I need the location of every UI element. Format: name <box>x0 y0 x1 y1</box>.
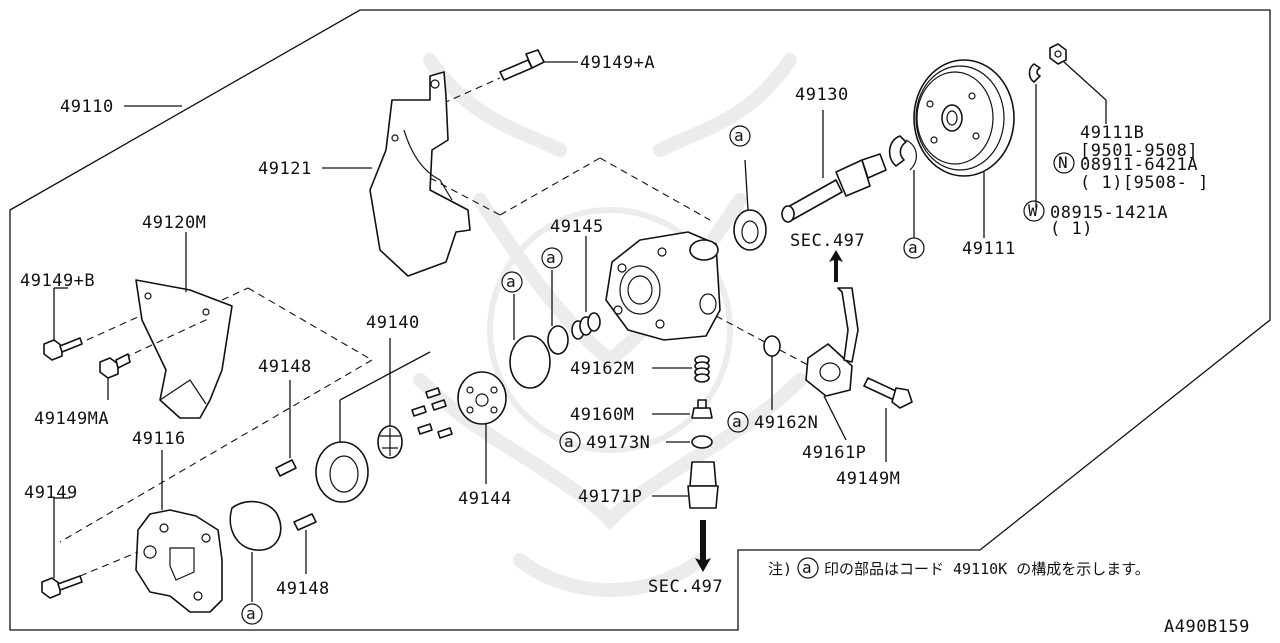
valve-49160m <box>652 399 713 419</box>
marker-a-49162n-letter: a <box>732 412 742 431</box>
label-n-qty: ( 1)[9508- ] <box>1080 173 1209 193</box>
lock-washer <box>1028 63 1041 208</box>
snap-ring <box>888 135 917 238</box>
diagram-id: A490B159 <box>1164 617 1250 637</box>
marker-a-49173n-letter: a <box>564 432 574 451</box>
bolt-49149 <box>41 497 83 599</box>
label-49148-b: 49148 <box>276 579 330 599</box>
bracket-49120m <box>59 232 373 543</box>
note-marker-letter: a <box>802 558 812 577</box>
label-49111b: 49111B <box>1080 123 1144 143</box>
arrow-up-icon <box>829 250 843 282</box>
marker-a-oring-letter: a <box>506 272 516 291</box>
pulley-49111 <box>913 59 1015 238</box>
oil-seal <box>733 159 767 251</box>
pump-body <box>605 231 841 383</box>
note-marker-icon <box>797 557 819 579</box>
marker-a-oring-small-letter: a <box>546 248 556 267</box>
label-49162n: 49162N <box>754 413 818 433</box>
marker-a-49173n-icon <box>559 431 581 453</box>
o-ring-49162n <box>763 335 781 410</box>
marker-a-oring-icon <box>501 271 523 293</box>
bolt-49149-ma <box>99 353 131 400</box>
marker-a-gasket-icon <box>241 603 263 625</box>
o-ring-small <box>547 270 569 355</box>
watermark-emblem <box>413 53 807 597</box>
marker-a-icon <box>729 125 751 147</box>
marker-n-letter: N <box>1058 153 1068 172</box>
label-49161p: 49161P <box>802 443 866 463</box>
label-w-qty: ( 1) <box>1050 219 1093 239</box>
bolt-49149m <box>863 377 913 462</box>
spring-49162m <box>652 355 710 383</box>
label-49120m: 49120M <box>142 213 206 233</box>
label-49110: 49110 <box>60 97 114 117</box>
label-49145: 49145 <box>550 217 604 237</box>
marker-w-letter: W <box>1028 201 1038 220</box>
footnote: 注) a 印の部品はコード 49110K の構成を示します。 <box>768 557 1150 579</box>
note-prefix: 注) <box>768 560 792 578</box>
marker-a-snap-icon <box>903 237 925 259</box>
label-49121: 49121 <box>258 159 312 179</box>
pin-49148-upper <box>275 380 297 477</box>
label-49160m: 49160M <box>570 405 634 425</box>
label-49149-ma: 49149MA <box>34 409 109 429</box>
marker-a-oring-small-icon <box>541 247 563 269</box>
label-w-part: 08915-1421A <box>1050 203 1168 223</box>
marker-n-icon <box>1053 152 1075 174</box>
shaft-49130 <box>781 110 887 223</box>
note-text: 印の部品はコード 49110K の構成を示します。 <box>824 560 1150 578</box>
marker-a-49162n-icon <box>727 411 749 433</box>
label-49173n: 49173N <box>586 433 650 453</box>
label-49116: 49116 <box>132 429 186 449</box>
label-49149-a: 49149+A <box>580 53 655 73</box>
marker-a-letter: a <box>734 126 744 145</box>
vanes <box>411 387 453 439</box>
pin-49148-lower <box>293 513 317 574</box>
o-ring-large <box>509 294 551 389</box>
marker-a-snap-letter: a <box>908 238 918 257</box>
pipe-49161p <box>805 287 859 441</box>
label-49111b-range: [9501-9508] <box>1080 141 1198 161</box>
label-49171p: 49171P <box>578 487 642 507</box>
label-49149: 49149 <box>24 483 78 503</box>
nut-49111b <box>1049 43 1107 124</box>
bolt-49149-b <box>43 287 83 361</box>
arrow-down-icon <box>695 520 711 572</box>
label-49140: 49140 <box>366 313 420 333</box>
bracket-49121 <box>369 71 711 277</box>
plate-49144 <box>457 371 507 484</box>
cam-ring <box>315 351 431 503</box>
label-49149-b: 49149+B <box>20 271 95 291</box>
label-49148-a: 49148 <box>258 357 312 377</box>
cover-49116 <box>79 450 223 613</box>
section-ref-top: SEC.497 <box>790 231 865 251</box>
marker-a-gasket-letter: a <box>246 604 256 623</box>
spring-49145 <box>571 236 601 340</box>
gasket <box>229 500 282 602</box>
label-49149m: 49149M <box>836 469 900 489</box>
section-ref-bottom: SEC.497 <box>648 577 723 597</box>
label-49111: 49111 <box>962 239 1016 259</box>
bolt-49149-a <box>409 49 578 119</box>
label-49130: 49130 <box>795 85 849 105</box>
label-49162m: 49162M <box>570 359 634 379</box>
rotor-49140 <box>377 338 403 459</box>
label-49144: 49144 <box>458 489 512 509</box>
connector-49171p <box>652 461 719 509</box>
o-ring-49173n <box>666 435 713 449</box>
marker-w-icon <box>1023 200 1045 222</box>
assembly-frame <box>9 9 1271 631</box>
label-n-part: 08911-6421A <box>1080 155 1198 175</box>
